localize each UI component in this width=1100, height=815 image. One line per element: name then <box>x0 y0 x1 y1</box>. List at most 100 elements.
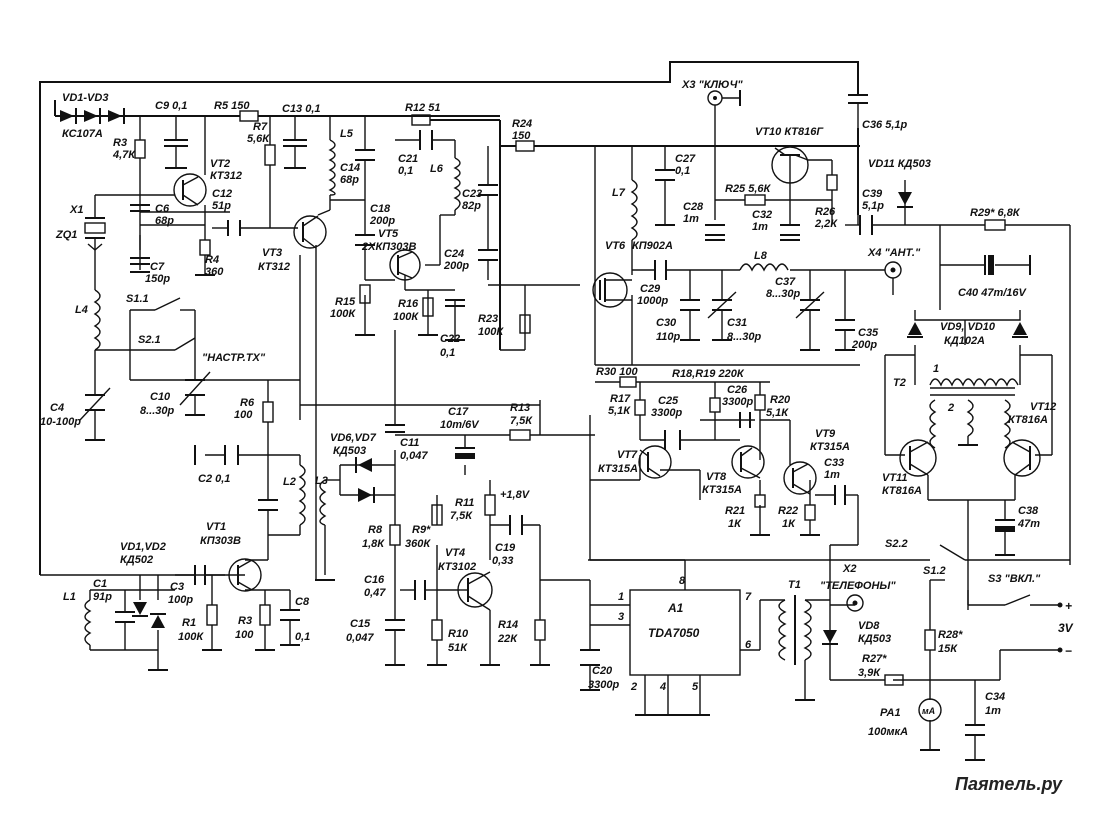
label-c30b: 110р <box>656 331 681 343</box>
resistor-r1 <box>206 604 218 626</box>
label-r6b: 100 <box>234 409 253 421</box>
t2-center <box>966 399 974 437</box>
resistor-r15 <box>359 284 371 304</box>
label-r17a: R17 <box>610 393 631 405</box>
label-l2: L2 <box>283 476 296 488</box>
label-r3b: 4,7К <box>112 149 136 161</box>
label-s11: S1.1 <box>126 293 149 305</box>
label-x2a: X2 <box>842 563 856 575</box>
label-l6: L6 <box>430 163 444 175</box>
resistor-r22 <box>804 504 816 521</box>
inductor-l6 <box>453 157 461 211</box>
connector-x2 <box>846 594 864 612</box>
resistor-r30 <box>619 376 637 388</box>
label-s21: S2.1 <box>138 334 161 346</box>
label-x4: X4 "АНТ." <box>867 247 921 259</box>
transistor-vt6 <box>592 272 632 308</box>
label-r13a: R13 <box>510 402 530 414</box>
diode-vd9 <box>908 322 922 335</box>
label-r27b: 3,9К <box>858 667 881 679</box>
label-r4b: 360 <box>205 266 224 278</box>
transistor-vt3 <box>293 215 327 249</box>
resistor-r12 <box>411 114 431 126</box>
label-c32b: 1m <box>752 221 768 233</box>
label-c35b: 200р <box>851 339 877 351</box>
label-c8b: 0,1 <box>295 631 310 643</box>
label-r23a: R23 <box>478 313 498 325</box>
label-vt3a: VT3 <box>262 247 282 259</box>
transistor-vt11 <box>899 439 937 477</box>
label-c10b: 8...30р <box>140 405 175 417</box>
resistor-r26 <box>826 174 838 191</box>
label-vd11: VD11 КД503 <box>868 158 931 170</box>
label-c39a: C39 <box>862 188 883 200</box>
label-c22a: C22 <box>440 333 460 345</box>
label-pin4: 4 <box>659 681 666 693</box>
label-r26b: 2,2К <box>814 218 838 230</box>
diode-vd6 <box>358 458 372 472</box>
label-c26a: C26 <box>727 384 748 396</box>
label-c16a: C16 <box>364 574 385 586</box>
resistor-r3-low <box>259 604 271 626</box>
transistor-vt10 <box>771 146 809 185</box>
label-r29: R29* 6,8К <box>970 207 1021 219</box>
label-c30a: C30 <box>656 317 677 329</box>
transistor-vt8 <box>731 445 765 479</box>
label-r6a: R6 <box>240 397 255 409</box>
transistor-vt4 <box>457 571 493 611</box>
svg-text:1: 1 <box>933 363 939 375</box>
label-vt5a: VT5 <box>378 228 399 240</box>
label-vt8a: VT8 <box>706 471 727 483</box>
watermark-text: Паятель.ру <box>955 774 1063 794</box>
label-r12: R12 51 <box>405 102 440 114</box>
t2-sec-right <box>1003 399 1011 449</box>
label-c6a: C6 <box>155 203 170 215</box>
label-r15b: 100К <box>330 308 356 320</box>
label-r3la: R3 <box>238 615 252 627</box>
label-c20a: C20 <box>592 665 613 677</box>
resistor-r3 <box>134 139 146 159</box>
t2-sec-left <box>929 399 937 449</box>
label-c15b: 0,047 <box>346 632 374 644</box>
label-c1a: C1 <box>93 578 107 590</box>
label-vt5b: 2ХКП303В <box>361 241 416 253</box>
label-l4: L4 <box>75 304 88 316</box>
resistor-r13 <box>509 429 531 441</box>
label-r14a: R14 <box>498 619 518 631</box>
resistor-r5 <box>239 110 259 122</box>
label-a1b: TDA7050 <box>648 626 700 640</box>
resistor-r24 <box>515 140 535 152</box>
t2-winding-numbers: 1 2 <box>933 363 954 414</box>
label-pin2: 2 <box>630 681 637 693</box>
label-r16a: R16 <box>398 298 419 310</box>
label-l1: L1 <box>63 591 76 603</box>
label-r4a: R4 <box>205 254 219 266</box>
inductor-l4 <box>93 289 101 351</box>
label-vt11b: КТ816А <box>882 485 922 497</box>
label-vt4b: КТ3102 <box>438 561 476 573</box>
label-vt9b: КТ315А <box>810 441 850 453</box>
label-pin1: 1 <box>618 591 624 603</box>
inductors <box>84 139 1019 665</box>
label-pin8: 8 <box>679 575 686 587</box>
label-r3a: R3 <box>113 137 127 149</box>
meter-pa1 <box>918 698 942 722</box>
label-c23a: C23 <box>462 188 482 200</box>
label-l3: L3 <box>315 475 328 487</box>
label-vd1vd3: VD1-VD3 <box>62 92 108 104</box>
transistor-vt2 <box>173 173 207 207</box>
label-c31b: 8...30р <box>727 331 762 343</box>
label-vt8b: КТ315А <box>702 484 742 496</box>
label-c11b: 0,047 <box>400 450 428 462</box>
label-c38a: C38 <box>1018 505 1039 517</box>
transistors <box>173 146 1041 611</box>
label-c14b: 68р <box>340 174 359 186</box>
resistor-r17 <box>634 399 646 416</box>
resistor-r27 <box>884 674 904 686</box>
diode-vd2 <box>151 615 165 628</box>
label-c15a: C15 <box>350 618 371 630</box>
ground-symbols <box>85 167 1031 761</box>
label-vt10: VT10 КТ816Г <box>755 126 824 138</box>
diode-vd7 <box>358 488 372 502</box>
crystal-zq1 <box>84 217 106 251</box>
